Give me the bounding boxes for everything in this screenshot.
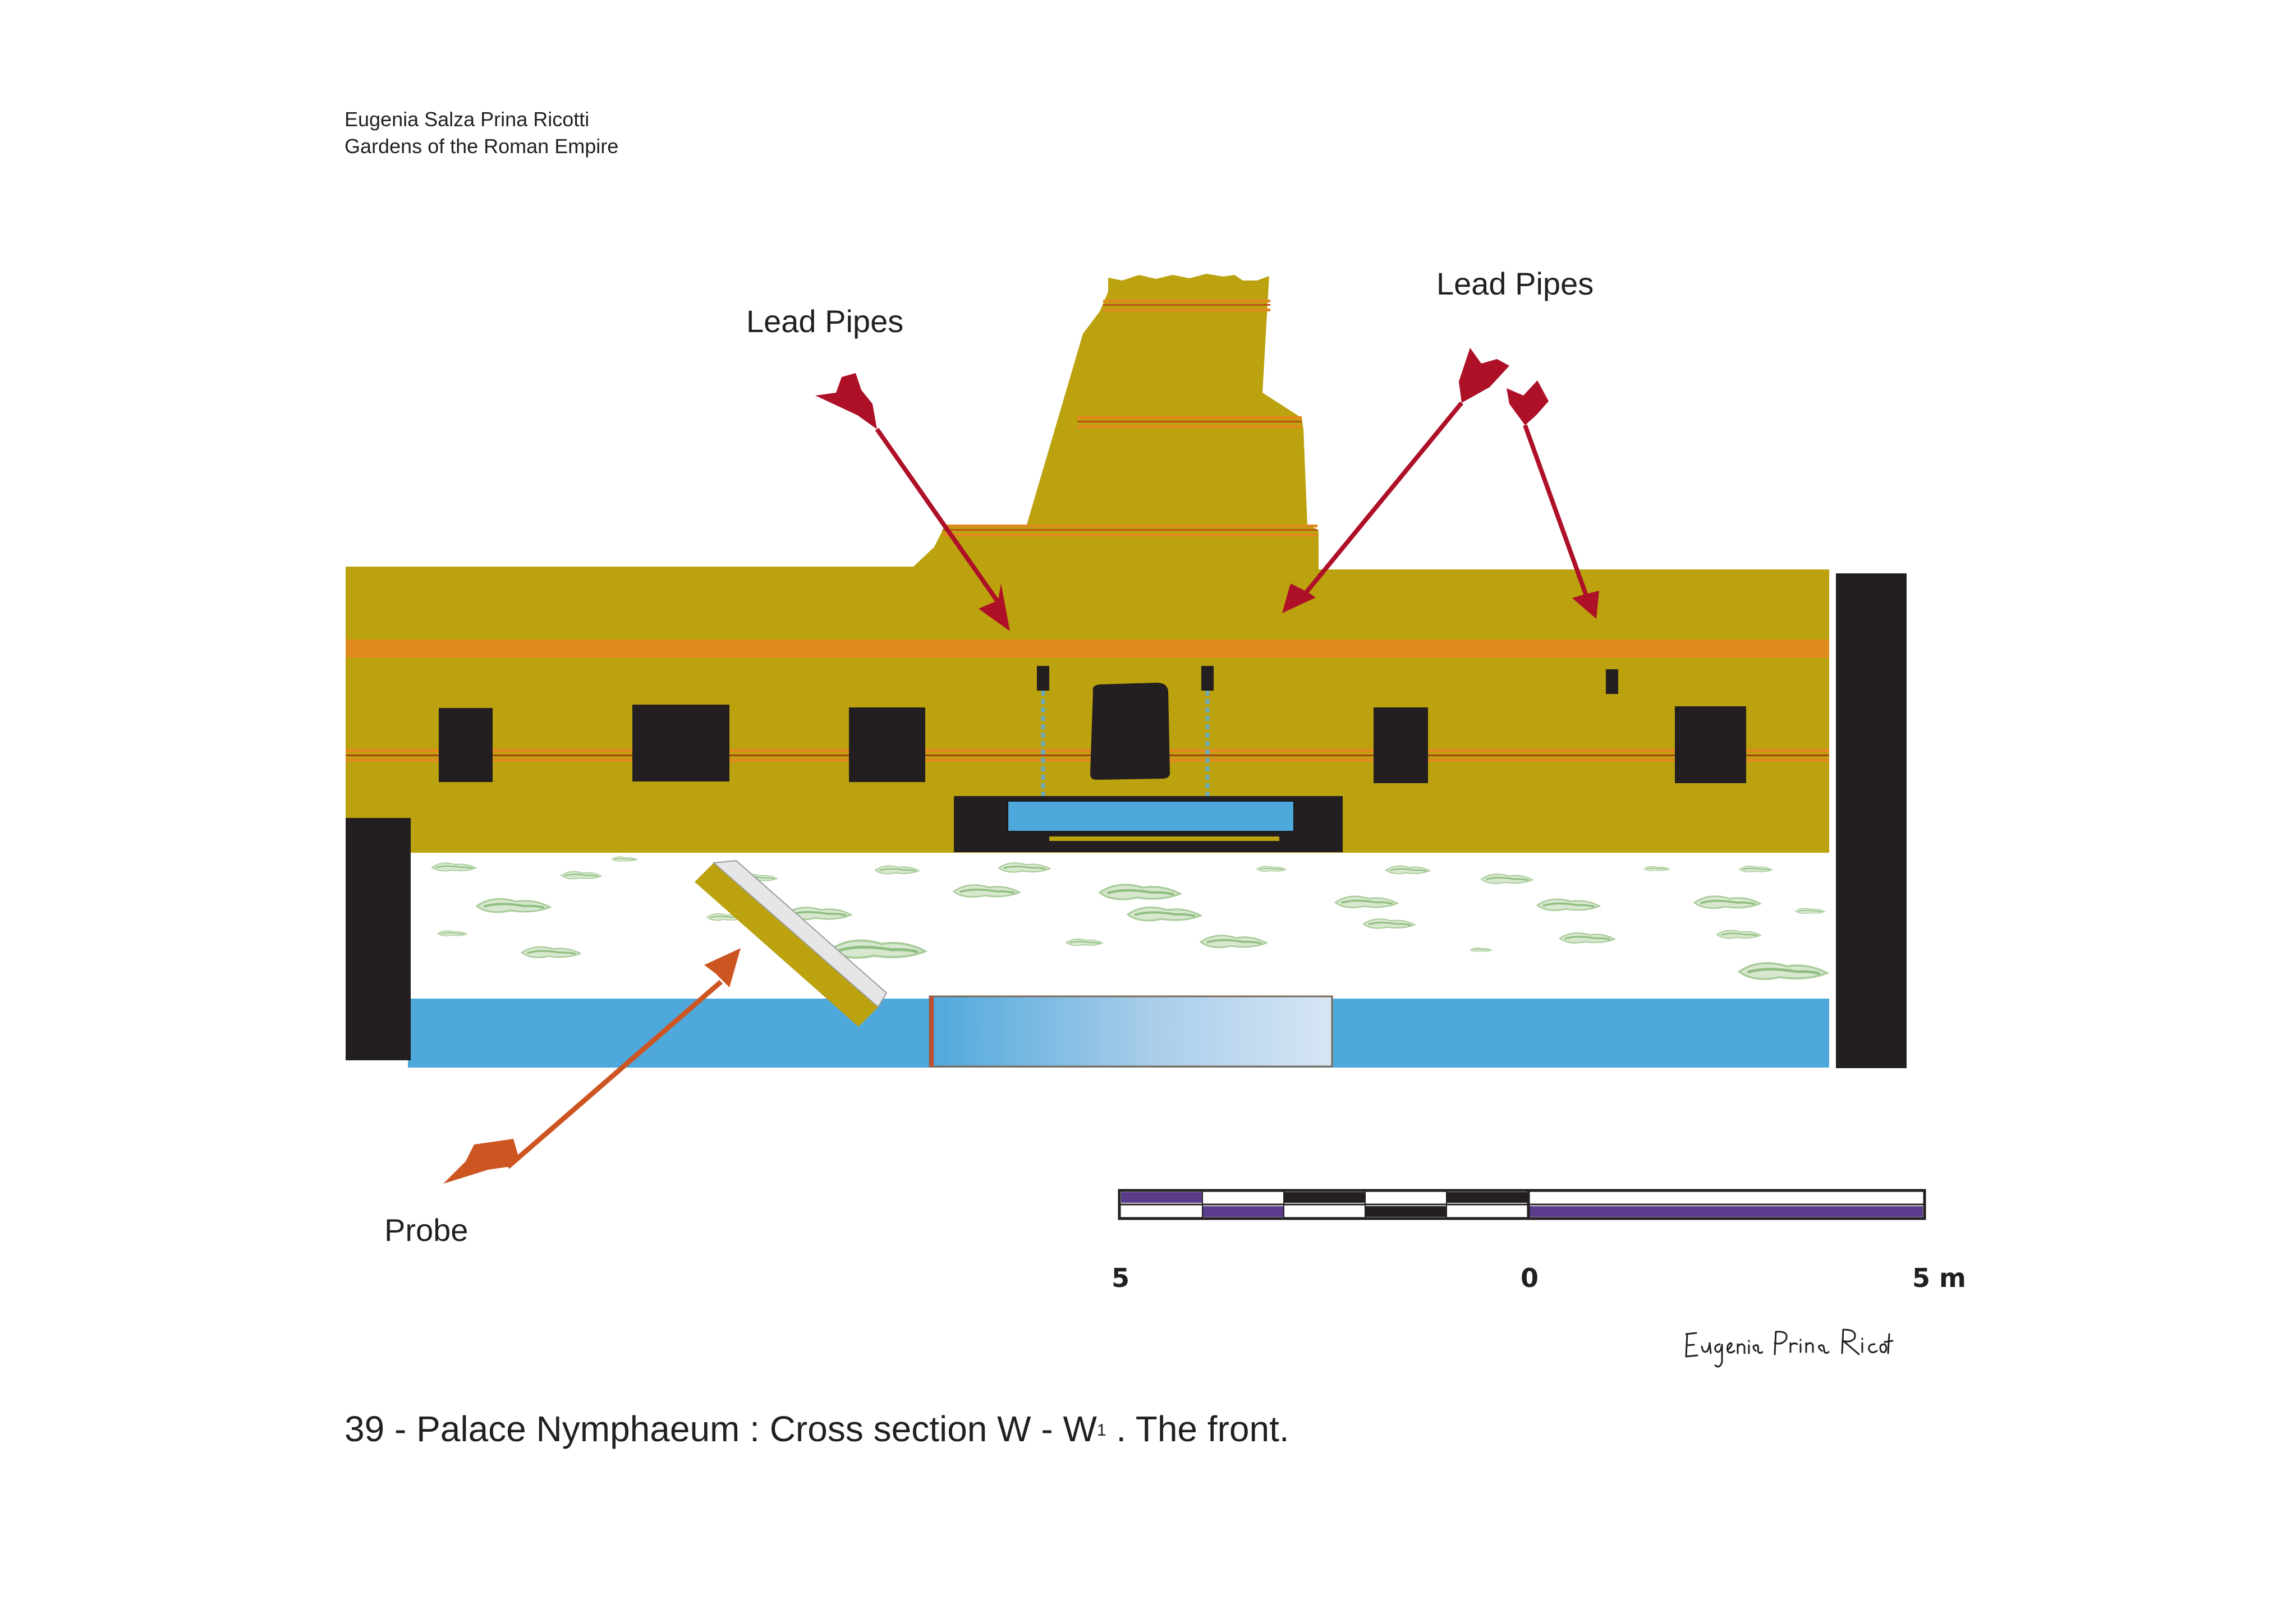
- tower-mortar-courses: [943, 300, 1317, 536]
- figure-caption: 39 - Palace Nymphaeum : Cross section W …: [345, 1411, 1289, 1447]
- probe-slab: [695, 859, 888, 1027]
- lead-pipes-label-right: Lead Pipes: [1436, 266, 1594, 301]
- wall-openings: [439, 666, 1746, 783]
- upper-basin-water: [1007, 801, 1294, 832]
- book-title: Gardens of the Roman Empire: [345, 135, 619, 158]
- caption-tail: . The front.: [1106, 1409, 1289, 1449]
- probe-arrow: [443, 948, 741, 1184]
- lead-pipes-label-left: Lead Pipes: [746, 304, 904, 339]
- lower-fill: [408, 853, 1829, 999]
- caption-superscript: 1: [1096, 1421, 1106, 1440]
- scale-tick-right: 5 m: [1912, 1263, 1966, 1293]
- right-pillar: [1836, 573, 1907, 1068]
- scale-bar: [1118, 1189, 1926, 1220]
- probe-label: Probe: [384, 1212, 469, 1248]
- left-pillar: [346, 818, 411, 1060]
- middle-mortar-band: [346, 749, 1829, 762]
- pipe-chains: [1041, 691, 1210, 801]
- author-name: Eugenia Salza Prina Ricotti: [345, 108, 590, 131]
- lower-basin: [929, 995, 1333, 1068]
- scale-tick-zero: 0: [1521, 1263, 1539, 1293]
- signature: [1685, 1328, 1894, 1368]
- caption-main: 39 - Palace Nymphaeum : Cross section W …: [345, 1409, 1097, 1449]
- masonry-wall: [346, 274, 1829, 853]
- lead-pipes-arrows: [815, 348, 1599, 631]
- scale-tick-left: 5: [1112, 1263, 1130, 1293]
- upper-mortar-band: [346, 640, 1829, 658]
